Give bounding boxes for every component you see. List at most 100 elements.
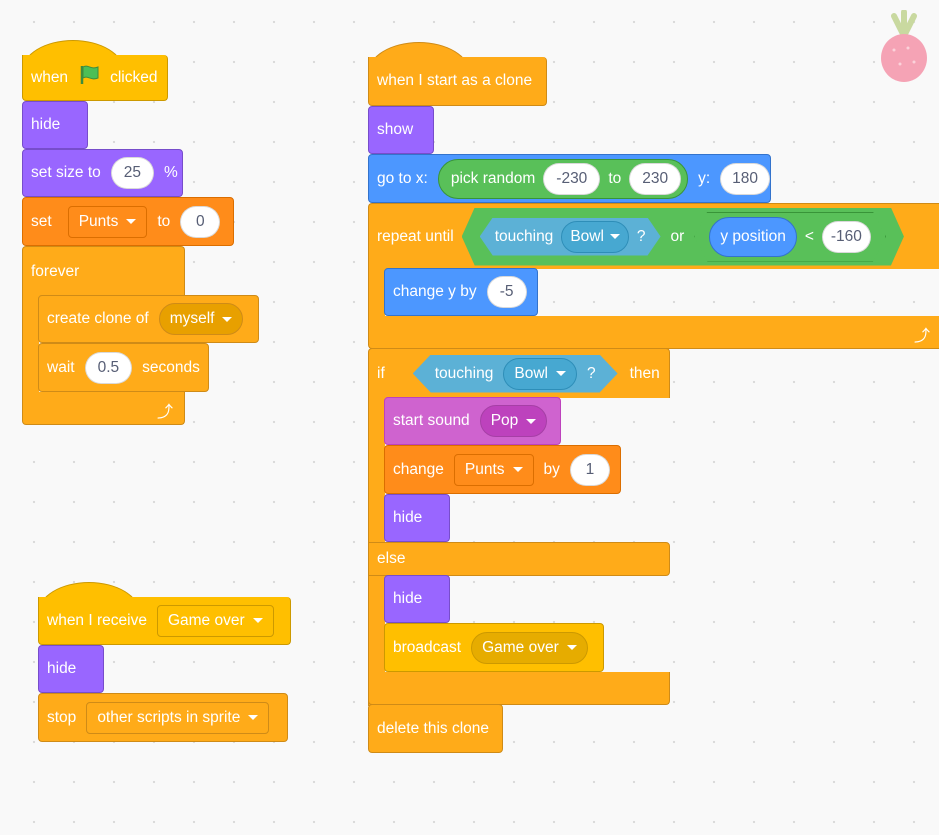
change-y-input[interactable]: -5 — [486, 276, 527, 308]
compare-input[interactable]: -160 — [822, 221, 871, 253]
if-else-block[interactable]: if touching Bowl ? then — [368, 348, 670, 398]
message-dropdown[interactable]: Game over — [156, 604, 274, 637]
block-label: start sound — [393, 412, 470, 429]
dropdown-value: myself — [169, 310, 215, 327]
block-label: change — [393, 460, 444, 478]
less-than-operator[interactable]: y position < -160 — [694, 212, 886, 262]
block-label: set — [31, 212, 52, 230]
block-label: then — [629, 364, 660, 382]
dropdown-value: Punts — [464, 460, 505, 478]
repeat-bottom — [368, 316, 939, 349]
block-label: change y by — [393, 283, 477, 300]
reporter-label: y position — [720, 227, 786, 245]
change-value-input[interactable]: 1 — [569, 453, 610, 486]
block-label: wait — [47, 358, 75, 376]
block-label: to — [157, 212, 171, 230]
random-to-input[interactable]: 230 — [629, 162, 682, 195]
sound-dropdown[interactable]: Pop — [479, 405, 548, 437]
wait-input[interactable]: 0.5 — [84, 351, 133, 384]
block-label: if — [377, 364, 385, 382]
hide-block[interactable]: hide — [22, 101, 88, 149]
set-variable-block[interactable]: set Punts to 0 — [22, 197, 234, 246]
broadcast-block[interactable]: broadcast Game over — [384, 623, 604, 672]
dropdown-value: Bowl — [514, 364, 548, 382]
repeat-until-block[interactable]: repeat until touching Bowl ? or y positi… — [368, 203, 939, 269]
block-label: by — [543, 460, 560, 478]
random-from-input[interactable]: -230 — [543, 162, 601, 195]
show-block[interactable]: show — [368, 106, 434, 154]
when-flag-clicked-hat[interactable]: when clicked — [22, 55, 168, 101]
broadcast-message-dropdown[interactable]: Game over — [471, 631, 588, 664]
stop-block[interactable]: stop other scripts in sprite — [38, 693, 288, 742]
reporter-label: ? — [586, 364, 596, 382]
dropdown-value: Bowl — [570, 227, 604, 245]
wait-block[interactable]: wait 0.5 seconds — [38, 343, 209, 392]
touching-sensing[interactable]: touching Bowl ? — [413, 355, 618, 393]
hide-block[interactable]: hide — [38, 645, 104, 693]
block-label: repeat until — [377, 227, 454, 245]
when-i-receive-hat[interactable]: when I receive Game over — [38, 597, 291, 645]
dropdown-value: Game over — [482, 638, 559, 656]
clone-target-dropdown[interactable]: myself — [158, 303, 244, 335]
block-label: broadcast — [393, 638, 462, 656]
dropdown-arrow-icon — [526, 418, 537, 424]
operator-label: < — [804, 227, 814, 245]
hide-block[interactable]: hide — [384, 494, 450, 542]
block-label: forever — [31, 262, 80, 280]
block-label: create clone of — [47, 310, 149, 327]
block-label: hide — [47, 660, 77, 677]
size-input[interactable]: 25 — [110, 157, 155, 189]
dropdown-arrow-icon — [610, 234, 620, 239]
block-label: stop — [47, 708, 77, 726]
y-position-reporter[interactable]: y position — [709, 217, 796, 257]
reporter-label: to — [608, 169, 622, 187]
block-label: else — [377, 550, 406, 567]
or-operator[interactable]: touching Bowl ? or y position < -160 — [462, 208, 904, 266]
touching-sensing[interactable]: touching Bowl ? — [480, 218, 661, 256]
block-label: when I start as a clone — [377, 72, 533, 89]
dropdown-value: Game over — [167, 611, 245, 629]
dropdown-value: Punts — [78, 212, 119, 230]
reporter-label: ? — [636, 227, 646, 245]
repeat-arm — [368, 267, 385, 319]
forever-block[interactable]: forever — [22, 246, 185, 296]
create-clone-block[interactable]: create clone of myself — [38, 295, 259, 343]
dropdown-arrow-icon — [126, 219, 137, 224]
block-label: set size to — [31, 164, 101, 181]
reporter-label: pick random — [450, 169, 536, 187]
dropdown-value: Pop — [490, 412, 519, 429]
dropdown-arrow-icon — [222, 316, 233, 322]
delete-this-clone-block[interactable]: delete this clone — [368, 704, 503, 753]
dropdown-arrow-icon — [556, 371, 566, 376]
loop-arrow-icon: ⤴ — [157, 404, 174, 421]
pick-random-reporter[interactable]: pick random -230 to 230 — [437, 158, 689, 199]
change-variable-block[interactable]: change Punts by 1 — [384, 445, 621, 494]
green-flag-icon — [78, 64, 100, 91]
hide-block[interactable]: hide — [384, 575, 450, 623]
reporter-label: touching — [434, 364, 494, 382]
start-sound-block[interactable]: start sound Pop — [384, 397, 561, 445]
y-input[interactable]: 180 — [720, 162, 770, 195]
hat-label-when: when — [31, 68, 69, 86]
block-label: when I receive — [47, 611, 147, 629]
go-to-xy-block[interactable]: go to x: pick random -230 to 230 y: 180 — [368, 154, 771, 203]
variable-dropdown[interactable]: Punts — [67, 205, 148, 238]
when-i-start-as-clone-hat[interactable]: when I start as a clone — [368, 57, 547, 106]
change-y-block[interactable]: change y by -5 — [384, 268, 538, 316]
variable-dropdown[interactable]: Punts — [453, 453, 534, 486]
unit-label: seconds — [142, 358, 200, 376]
block-label: go to x: — [377, 169, 428, 187]
block-label: delete this clone — [377, 719, 490, 737]
block-label: show — [377, 121, 414, 138]
unit-label: % — [164, 164, 178, 181]
stop-option-dropdown[interactable]: other scripts in sprite — [86, 701, 270, 734]
set-size-block[interactable]: set size to 25 % — [22, 149, 183, 197]
if-bottom — [368, 672, 670, 705]
operator-label: or — [670, 227, 685, 245]
else-label-bar: else — [368, 542, 670, 576]
value-input[interactable]: 0 — [180, 205, 221, 238]
touching-object-dropdown[interactable]: Bowl — [561, 221, 629, 253]
forever-arm — [22, 294, 39, 394]
touching-object-dropdown[interactable]: Bowl — [503, 358, 577, 390]
block-label: hide — [31, 116, 61, 133]
